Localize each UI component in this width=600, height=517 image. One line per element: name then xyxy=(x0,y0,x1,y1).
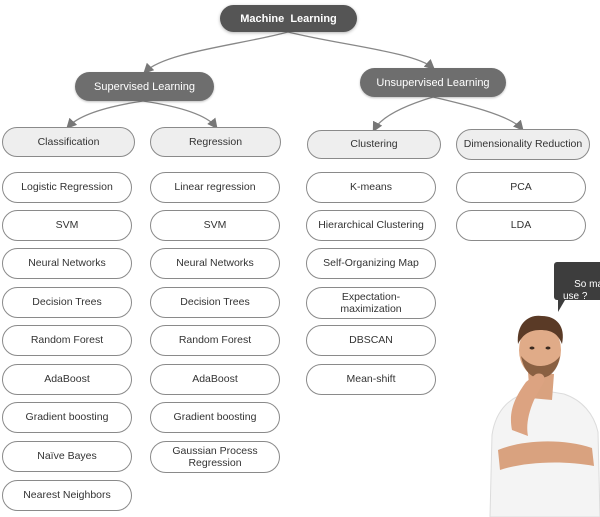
node-unsupervised-learning: Unsupervised Learning xyxy=(360,68,506,97)
hair xyxy=(517,315,563,344)
clustering-item-mean-shift: Mean-shift xyxy=(306,364,436,395)
regression-item-adaboost: AdaBoost xyxy=(150,364,280,395)
speech-bubble-tail xyxy=(558,300,565,312)
item-label: Decision Trees xyxy=(180,296,250,309)
item-label: Random Forest xyxy=(178,334,252,347)
regression-item-linear-regression: Linear regression xyxy=(150,172,280,203)
item-label: Naïve Bayes xyxy=(37,450,97,463)
classification-item-neural-networks: Neural Networks xyxy=(2,248,132,279)
classification-item-decision-trees: Decision Trees xyxy=(2,287,132,318)
item-label: K-means xyxy=(349,181,392,194)
left-eye xyxy=(529,346,535,350)
node-supervised-learning: Supervised Learning xyxy=(75,72,214,101)
root-label: Machine Learning xyxy=(240,12,337,25)
speech-bubble-text: So many use ? xyxy=(563,279,600,300)
clustering-item-hierarchical-clustering: Hierarchical Clustering xyxy=(306,210,436,241)
item-label: Decision Trees xyxy=(32,296,102,309)
clustering-item-self-organizing-map: Self-Organizing Map xyxy=(306,248,436,279)
root-node-machine-learning: Machine Learning xyxy=(220,5,357,32)
classification-item-naive-bayes: Naïve Bayes xyxy=(2,441,132,472)
regression-item-svm: SVM xyxy=(150,210,280,241)
regression-item-random-forest: Random Forest xyxy=(150,325,280,356)
item-label: Hierarchical Clustering xyxy=(318,219,424,232)
clustering-label: Clustering xyxy=(350,138,398,151)
item-label: DBSCAN xyxy=(349,334,393,347)
connector-supervised-classification xyxy=(66,100,144,129)
connector-unsupervised-clustering xyxy=(372,96,434,133)
regression-label: Regression xyxy=(188,135,243,148)
item-label: Neural Networks xyxy=(176,257,254,270)
dimensionality-item-lda: LDA xyxy=(456,210,586,241)
item-label: Neural Networks xyxy=(28,257,106,270)
regression-item-decision-trees: Decision Trees xyxy=(150,287,280,318)
regression-item-gradient-boosting: Gradient boosting xyxy=(150,402,280,433)
connector-root-supervised xyxy=(143,31,289,74)
category-classification: Classification xyxy=(2,127,135,157)
speech-bubble: So many use ? xyxy=(554,262,600,312)
category-regression: Regression xyxy=(150,127,281,157)
supervised-label: Supervised Learning xyxy=(94,80,195,93)
classification-label: Classification xyxy=(37,135,100,148)
item-label: Gradient boosting xyxy=(25,411,109,424)
item-label: Gradient boosting xyxy=(173,411,257,424)
classification-item-random-forest: Random Forest xyxy=(2,325,132,356)
connector-root-unsupervised xyxy=(287,31,435,70)
item-label: Nearest Neighbors xyxy=(23,489,111,502)
item-label: Self-Organizing Map xyxy=(323,257,419,270)
category-dimensionality-reduction: Dimensionality Reduction xyxy=(456,129,590,160)
item-label: LDA xyxy=(510,219,532,232)
item-label: Random Forest xyxy=(30,334,104,347)
item-label: Mean-shift xyxy=(346,373,396,386)
category-clustering: Clustering xyxy=(307,130,441,159)
classification-item-gradient-boosting: Gradient boosting xyxy=(2,402,132,433)
item-label: Gaussian Process Regression xyxy=(172,444,258,469)
classification-item-adaboost: AdaBoost xyxy=(2,364,132,395)
thinking-man-image xyxy=(489,315,600,517)
dimensionality-label: Dimensionality Reduction xyxy=(463,138,583,151)
speech-bubble-body: So many use ? xyxy=(554,262,600,300)
regression-item-gaussian-process-regression: Gaussian Process Regression xyxy=(150,441,280,473)
raised-arm xyxy=(510,373,545,436)
dimensionality-item-pca: PCA xyxy=(456,172,586,203)
item-label: Linear regression xyxy=(174,181,256,194)
clustering-item-k-means: K-means xyxy=(306,172,436,203)
item-label: AdaBoost xyxy=(44,373,90,386)
item-label: SVM xyxy=(203,219,227,232)
crossed-arm xyxy=(498,441,594,470)
clustering-item-dbscan: DBSCAN xyxy=(306,325,436,356)
beard xyxy=(521,356,560,378)
right-eye xyxy=(545,346,551,350)
classification-item-logistic-regression: Logistic Regression xyxy=(2,172,132,203)
item-label: Logistic Regression xyxy=(21,181,113,194)
classification-item-nearest-neighbors: Nearest Neighbors xyxy=(2,480,132,511)
item-label: Expectation-maximization xyxy=(340,290,402,315)
clustering-item-expectation-maximization: Expectation-maximization xyxy=(306,287,436,319)
item-label: AdaBoost xyxy=(192,373,238,386)
connector-unsupervised-dimensionality xyxy=(432,96,524,131)
regression-item-neural-networks: Neural Networks xyxy=(150,248,280,279)
classification-item-svm: SVM xyxy=(2,210,132,241)
connector-supervised-regression xyxy=(142,100,218,130)
item-label: PCA xyxy=(510,181,532,194)
unsupervised-label: Unsupervised Learning xyxy=(376,76,490,89)
item-label: SVM xyxy=(55,219,79,232)
